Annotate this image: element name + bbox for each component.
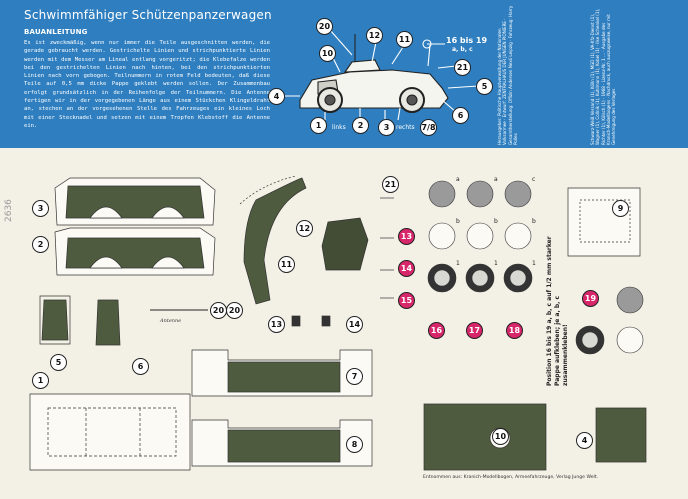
part-number: 9 [612,200,629,217]
part-number: 20 [210,302,227,319]
part-number: 3 [32,200,49,217]
part-number: 14 [346,316,363,333]
part-number: 6 [132,358,149,375]
sheet-title: Schwimmfähiger Schützenpanzerwagen [24,8,272,22]
margin-pencil-note: 2636 [4,199,14,222]
callout-21: 21 [454,59,471,76]
part-number: 19 [582,290,599,307]
callout-4: 4 [268,88,285,105]
part-number: 15 [398,292,415,309]
label-rechts: rechts [396,124,415,131]
assembly-note: Position 16 bis 19 a, b, c auf 1/2 mm st… [546,236,569,386]
wheel-letter: c [532,176,536,183]
callout-20: 20 [316,18,333,35]
callout-3: 3 [378,119,395,136]
callout-12: 12 [366,27,383,44]
part-number: 8 [346,436,363,453]
wheel-letter: b [532,218,536,225]
callout-11: 11 [396,31,413,48]
callout-5: 5 [476,78,493,95]
wheel-letter: b [494,218,498,225]
wheel-range-sub: a, b, c [452,46,473,53]
part-number: 18 [506,322,523,339]
instructions-text: Es ist zweckmäßig, wenn nur immer die Te… [24,40,270,129]
wheel-letter: b [456,218,460,225]
part-number: 11 [278,256,295,273]
part-number: 17 [466,322,483,339]
part-number: 2 [32,236,49,253]
part-number: 14 [398,260,415,277]
part-number: 5 [50,354,67,371]
callout-2: 2 [352,117,369,134]
wheel-range-label: 16 bis 19 [446,36,488,45]
label-links: links [332,124,346,131]
wheel-letter: a [456,176,460,183]
part-number: 4 [576,432,593,449]
callout-1: 1 [310,117,327,134]
source-footer: Entnommen aus: Kranich-Modellbogen, Arme… [423,475,599,480]
instructions-heading: BAUANLEITUNG [24,28,88,36]
wheel-letter: a [494,176,498,183]
part-number: 10 [492,428,509,445]
callout-7-8: 7/8 [420,119,437,136]
wheel-letter: 1 [494,260,498,267]
part-number: 13 [398,228,415,245]
antenna-label: Antenne [160,318,182,324]
part-number: 13 [268,316,285,333]
wheel-letter: 1 [456,260,460,267]
callout-6: 6 [452,107,469,124]
part-number: 12 [296,220,313,237]
part-number: 1 [32,372,49,389]
part-number: 20 [226,302,243,319]
part-number: 21 [382,176,399,193]
part-number: 16 [428,322,445,339]
wheel-letter: 1 [532,260,536,267]
callout-10: 10 [319,45,336,62]
part-number: 7 [346,368,363,385]
